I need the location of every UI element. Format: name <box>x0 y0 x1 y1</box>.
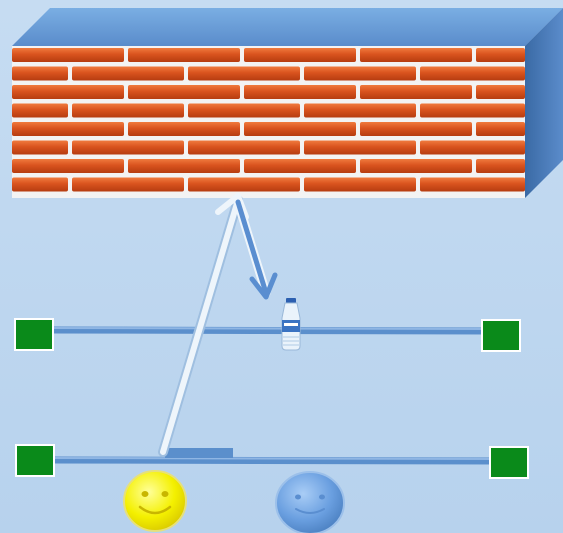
brick <box>420 67 525 81</box>
brick <box>188 104 300 118</box>
upper-rail-shine <box>50 328 488 329</box>
brick <box>12 85 124 99</box>
brick <box>12 159 124 173</box>
brick <box>244 159 356 173</box>
brick <box>12 104 68 118</box>
brick <box>72 141 184 155</box>
brick <box>72 104 184 118</box>
brick <box>128 85 240 99</box>
brick <box>360 85 472 99</box>
brick <box>360 159 472 173</box>
brick <box>128 48 240 62</box>
water-bottle-icon <box>282 298 300 350</box>
brick <box>476 159 525 173</box>
green-square-icon <box>482 320 520 351</box>
upper-rail-group <box>50 328 488 331</box>
brick <box>244 122 356 136</box>
green-square-icon <box>490 447 528 478</box>
brick <box>244 85 356 99</box>
green-square-icon <box>15 319 53 350</box>
lower-rail <box>50 460 497 461</box>
brick <box>188 178 300 192</box>
brick <box>304 141 416 155</box>
brick <box>72 178 184 192</box>
brick <box>360 48 472 62</box>
brick <box>304 67 416 81</box>
brick <box>476 85 525 99</box>
brick <box>188 67 300 81</box>
green-square-icon <box>16 445 54 476</box>
brick <box>304 178 416 192</box>
brick <box>304 104 416 118</box>
brick <box>360 122 472 136</box>
smiley-face-yellow-icon <box>124 471 186 531</box>
lower-rail-shine <box>50 458 497 459</box>
smiley-face-blue-icon <box>276 472 344 533</box>
brick <box>128 159 240 173</box>
brick <box>420 178 525 192</box>
brick <box>12 141 68 155</box>
brick <box>476 48 525 62</box>
brick <box>12 67 68 81</box>
wall-top-face <box>12 8 563 46</box>
upper-rail <box>50 330 488 331</box>
brick <box>12 48 124 62</box>
brick <box>420 141 525 155</box>
brick <box>12 122 124 136</box>
brick <box>244 48 356 62</box>
brick <box>12 178 68 192</box>
brick <box>188 141 300 155</box>
brick-wall <box>12 8 563 198</box>
brick <box>72 67 184 81</box>
brick <box>128 122 240 136</box>
brick <box>476 122 525 136</box>
speaker-platform <box>165 448 233 458</box>
brick <box>420 104 525 118</box>
